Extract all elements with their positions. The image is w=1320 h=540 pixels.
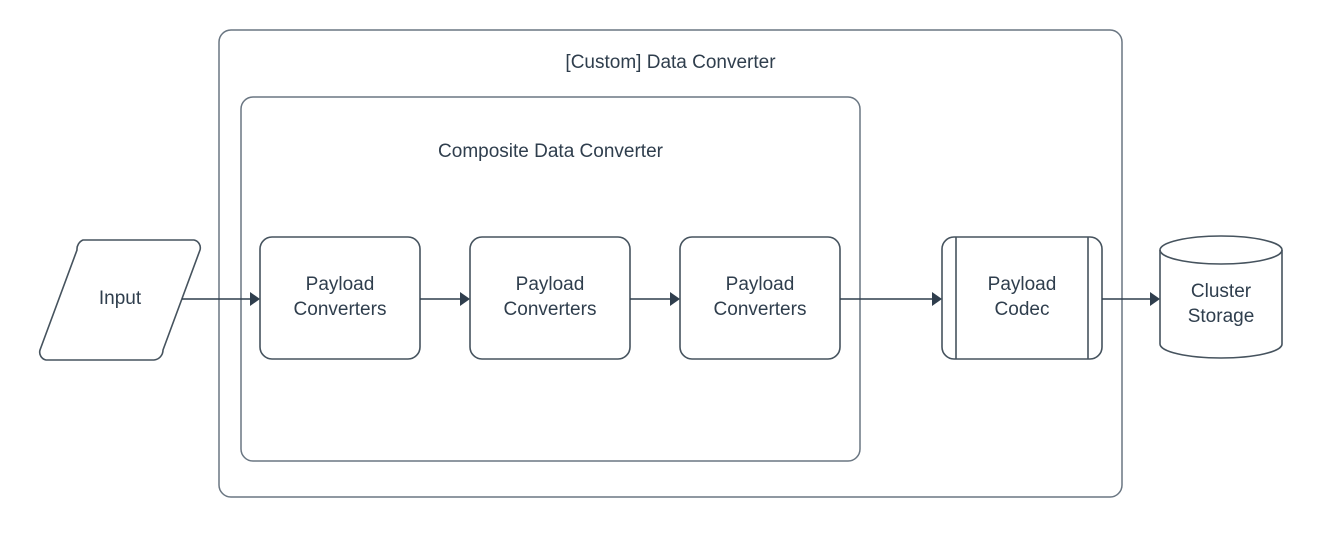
node-input-shape[interactable] <box>38 239 202 361</box>
node-payload-codec-shape[interactable] <box>941 236 1103 360</box>
edge-pc2-to-pc3 <box>630 292 680 306</box>
node-payload-converters-3-shape[interactable] <box>679 236 841 360</box>
edge-codec-to-storage <box>1102 292 1160 306</box>
edge-pc3-to-codec <box>840 292 942 306</box>
node-payload-converters-2-shape[interactable] <box>469 236 631 360</box>
container-composite-data-converter[interactable] <box>240 96 861 462</box>
node-cluster-storage-top <box>1159 235 1283 265</box>
node-payload-converters-1-shape[interactable] <box>259 236 421 360</box>
edge-pc1-to-pc2 <box>420 292 470 306</box>
node-cluster-storage-body[interactable] <box>1159 250 1283 359</box>
edge-input-to-pc1 <box>182 292 260 306</box>
